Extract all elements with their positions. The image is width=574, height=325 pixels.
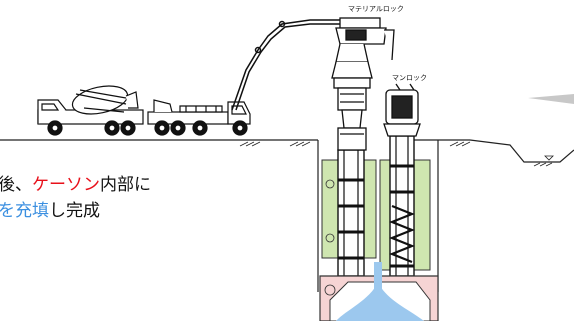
right-arrow-icon: [528, 94, 574, 104]
pump-boom: [231, 19, 353, 111]
caption-line-2: を充填し完成: [0, 198, 100, 224]
mixer-truck: [37, 85, 144, 136]
ground-hatch: [239, 141, 554, 167]
caption-prefix: 後、: [0, 175, 32, 195]
material-lock-label: マテリアルロック: [348, 5, 404, 13]
caption-caisson: ケーソン: [32, 175, 100, 195]
man-lock-shaft: [379, 135, 431, 277]
pump-truck: [147, 99, 251, 136]
caption-fill: を充填: [0, 201, 49, 221]
man-lock: [383, 83, 421, 137]
material-lock: [331, 17, 395, 151]
man-lock-label: マンロック: [392, 74, 427, 82]
caption-complete: し完成: [49, 201, 100, 221]
caption-suffix: 内部に: [100, 175, 151, 195]
material-lock-shaft: [321, 149, 377, 277]
caption-line-1: 後、ケーソン内部に: [0, 172, 151, 198]
